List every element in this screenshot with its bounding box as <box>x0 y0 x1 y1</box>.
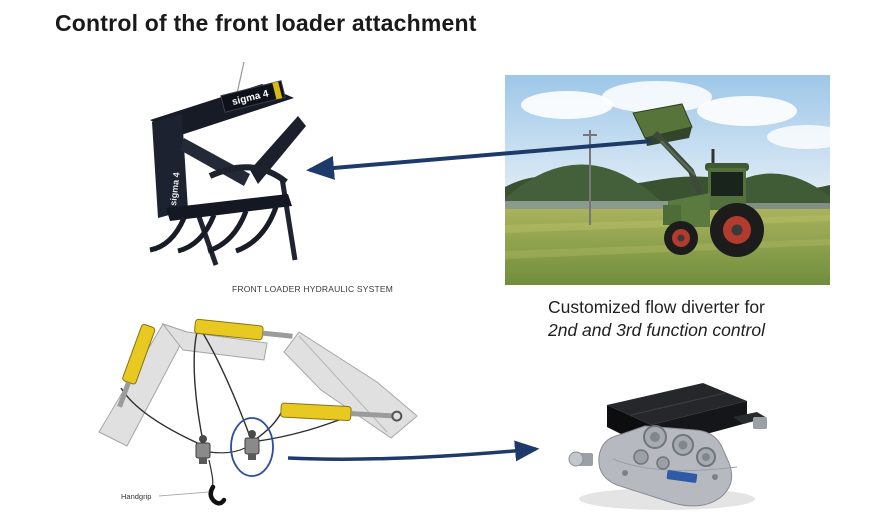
valve-blue-label <box>666 470 698 483</box>
lift-cylinder <box>117 323 156 408</box>
front-loader-image: sigma 4 sigma 4 <box>92 58 332 286</box>
flow-diverter-caption: Customized flow diverter for 2nd and 3rd… <box>548 296 765 342</box>
boom-cylinder <box>194 318 293 341</box>
flow-diverter-drawing <box>568 383 767 510</box>
flow-diverter-image <box>555 365 770 517</box>
caption-line-2: 2nd and 3rd function control <box>548 319 765 340</box>
tractor-photo-drawing <box>495 75 847 285</box>
valve-highlight-circle <box>230 417 274 477</box>
handgrip-label: Handgrip <box>121 492 151 501</box>
control-valve-1 <box>195 435 211 464</box>
bucket-cylinder <box>280 402 403 422</box>
hydraulic-diagram-title: FRONT LOADER HYDRAULIC SYSTEM <box>231 284 394 294</box>
page-title: Control of the front loader attachment <box>55 10 477 36</box>
control-valve-2 <box>244 430 260 460</box>
tractor-photo <box>495 75 847 285</box>
caption-line-1: Customized flow diverter for <box>548 297 765 317</box>
front-loader-drawing: sigma 4 sigma 4 <box>149 61 306 266</box>
handgrip-shape <box>208 484 227 506</box>
hydraulic-diagram-drawing: Handgrip <box>98 318 418 506</box>
loader-brand-mast: sigma 4 <box>168 172 181 206</box>
hydraulic-system-diagram: Handgrip <box>85 296 435 520</box>
